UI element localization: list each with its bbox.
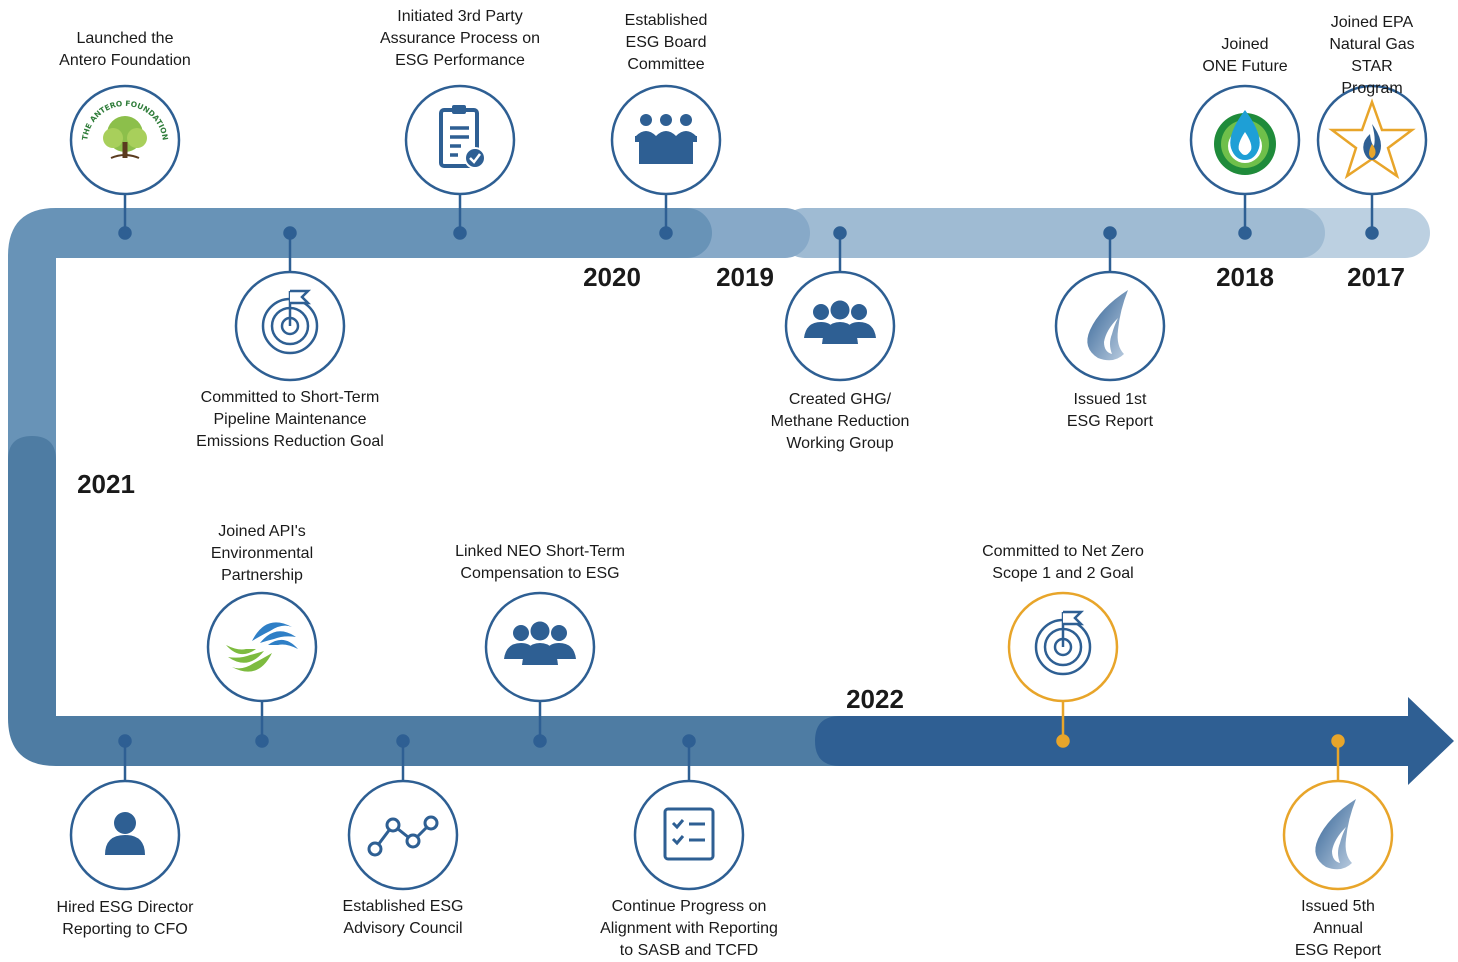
timeline-band	[8, 208, 1454, 785]
milestone-label-antero-foundation: Launched the Antero Foundation	[59, 30, 191, 69]
milestone-label-assurance: Initiated 3rd Party Assurance Process on…	[379, 8, 541, 69]
milestone-label-one-future: Joined ONE Future	[1202, 36, 1288, 75]
milestone-label-neo-comp: Linked NEO Short-Term Compensation to ES…	[455, 543, 625, 582]
group-people-icon	[504, 621, 576, 665]
milestone-label-sasb-tcfd: Continue Progress on Alignment with Repo…	[600, 898, 778, 959]
band-2021-corner-bottom	[8, 600, 1000, 766]
band-2022-arrow	[815, 697, 1454, 785]
node-assurance	[404, 84, 516, 196]
connectors-orange	[1056, 700, 1345, 782]
milestone-label-net-zero: Committed to Net Zero Scope 1 and 2 Goal	[982, 543, 1144, 582]
gas-flame-icon	[1315, 799, 1356, 870]
timeline-dot	[1103, 226, 1117, 240]
node-api-partnership	[206, 591, 318, 703]
timeline-dot	[118, 734, 132, 748]
board-meeting-icon	[635, 114, 697, 164]
person-icon	[105, 812, 145, 855]
timeline-dot	[833, 226, 847, 240]
gas-flame-icon	[1087, 290, 1128, 361]
year-label-2018: 2018	[1216, 262, 1274, 292]
milestone-label-board-committee: Established ESG Board Committee	[624, 12, 708, 73]
checklist-icon	[663, 807, 715, 861]
milestone-label-pipeline-goal: Committed to Short-Term Pipeline Mainten…	[196, 389, 384, 450]
milestone-label-api-partnership: Joined API's Environmental Partnership	[210, 523, 314, 584]
timeline-dot	[1365, 226, 1379, 240]
milestone-label-fifth-report: Issued 5th Annual ESG Report	[1294, 898, 1382, 959]
timeline-dot	[1331, 734, 1345, 748]
line-graph-icon	[367, 815, 439, 857]
group-people-icon	[804, 300, 876, 344]
environmental-partnership-logo	[226, 622, 298, 672]
milestone-label-advisory-council: Established ESG Advisory Council	[342, 898, 464, 937]
timeline-dot	[533, 734, 547, 748]
milestone-label-first-report: Issued 1st ESG Report	[1066, 391, 1154, 430]
timeline-dot	[396, 734, 410, 748]
timeline-dot	[283, 226, 297, 240]
milestone-label-esg-director: Hired ESG Director Reporting to CFO	[56, 899, 194, 938]
natural-gas-star-logo	[1328, 98, 1416, 180]
timeline-dot	[118, 226, 132, 240]
timeline-dot	[1238, 226, 1252, 240]
target-flag-icon	[1034, 610, 1092, 676]
year-label-2020: 2020	[583, 262, 641, 292]
year-label-2022: 2022	[846, 684, 904, 714]
band-2018-segment	[780, 208, 1325, 258]
timeline-dot	[255, 734, 269, 748]
node-advisory-council	[347, 779, 459, 891]
year-label-2021: 2021	[77, 469, 135, 499]
band-2020-segment	[80, 208, 712, 258]
timeline-dot	[1056, 734, 1070, 748]
year-label-2019: 2019	[716, 262, 774, 292]
clipboard-check-icon	[439, 105, 486, 169]
year-label-2017: 2017	[1347, 262, 1405, 292]
connectors	[118, 190, 1379, 782]
node-epa-star	[1316, 84, 1428, 196]
timeline-dot	[682, 734, 696, 748]
milestone-label-ghg-group: Created GHG/ Methane Reduction Working G…	[770, 391, 910, 452]
timeline-dot	[659, 226, 673, 240]
target-flag-icon	[261, 289, 319, 355]
milestone-label-epa-star: Joined EPA Natural Gas STAR Program	[1329, 14, 1415, 97]
one-future-logo	[1214, 110, 1276, 175]
node-sasb-tcfd	[633, 779, 745, 891]
timeline-dot	[453, 226, 467, 240]
